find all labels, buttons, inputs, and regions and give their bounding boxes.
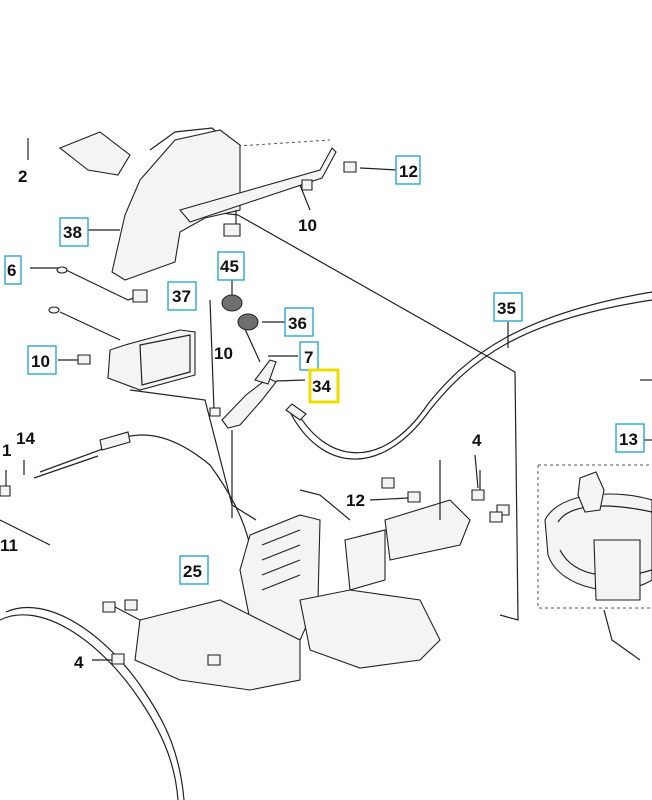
- callout-11: 11: [0, 536, 18, 555]
- callout-1: 1: [2, 441, 11, 460]
- callout-4-bottom: 4: [74, 653, 84, 672]
- callout-6[interactable]: 6: [4, 255, 22, 285]
- callout-label: 10: [298, 216, 317, 235]
- callout-label: 10: [214, 344, 233, 363]
- callout-label: 25: [183, 562, 202, 581]
- callout-label: 13: [619, 430, 638, 449]
- callout-10-top: 10: [298, 216, 317, 235]
- callout-13[interactable]: 13: [615, 423, 645, 453]
- callout-label: 37: [172, 287, 191, 306]
- callout-label: 7: [304, 348, 313, 367]
- callout-label: 38: [63, 223, 82, 242]
- callout-label: 14: [16, 429, 35, 448]
- callout-10-left[interactable]: 10: [27, 345, 57, 375]
- callout-label: 12: [346, 491, 365, 510]
- callout-label: 34: [312, 377, 331, 396]
- callout-35[interactable]: 35: [493, 292, 523, 322]
- callout-label: 36: [288, 314, 307, 333]
- callout-label: 2: [18, 167, 27, 186]
- callout-label: 4: [472, 431, 482, 450]
- callout-4-right: 4: [472, 431, 482, 450]
- callout-label: 11: [0, 536, 18, 555]
- callout-2: 2: [18, 167, 27, 186]
- callout-36[interactable]: 36: [284, 307, 314, 337]
- drawing-lines: [0, 127, 652, 800]
- callout-label: 35: [497, 299, 516, 318]
- callout-34-highlighted[interactable]: 34: [308, 368, 340, 404]
- callout-12-bottom: 12: [346, 491, 365, 510]
- callout-7[interactable]: 7: [299, 341, 319, 371]
- callout-37[interactable]: 37: [167, 281, 197, 311]
- callout-label: 6: [7, 261, 16, 280]
- callout-38[interactable]: 38: [59, 217, 89, 247]
- callout-label: 4: [74, 653, 84, 672]
- callout-label: 1: [2, 441, 11, 460]
- callout-45[interactable]: 45: [217, 251, 245, 281]
- callout-label: 10: [31, 352, 50, 371]
- callout-label: 12: [399, 162, 418, 181]
- callout-14: 14: [16, 429, 35, 448]
- callout-12-top[interactable]: 12: [395, 155, 421, 185]
- callout-label: 45: [220, 257, 239, 276]
- callout-25[interactable]: 25: [179, 555, 209, 585]
- callout-10-mid: 10: [214, 344, 233, 363]
